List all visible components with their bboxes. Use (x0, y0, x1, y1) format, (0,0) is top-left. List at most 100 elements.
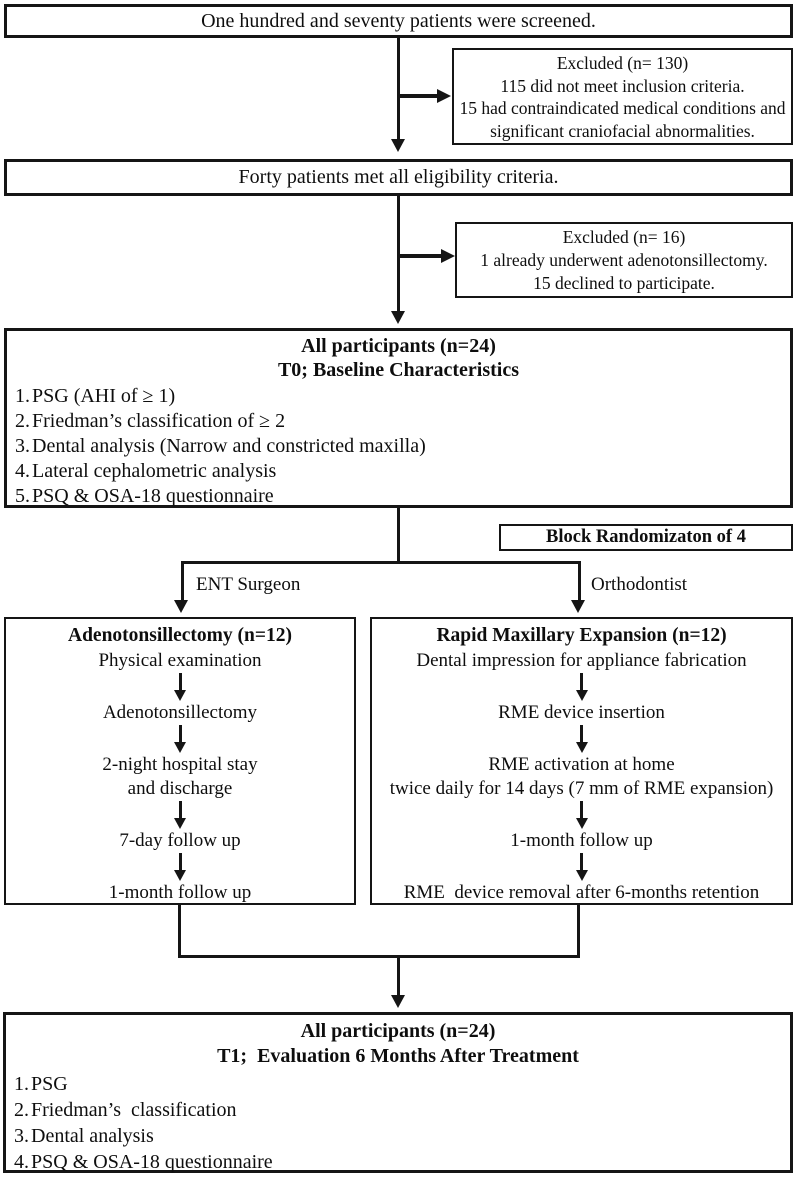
baseline-subtitle: T0; Baseline Characteristics (277, 359, 520, 381)
adenotonsillectomy-arm-box: Adenotonsillectomy (n=12) Physical exami… (4, 617, 356, 905)
final-evaluation-item: 4.PSQ & OSA-18 questionnaire (14, 1149, 790, 1175)
item-number: 2. (15, 410, 30, 432)
step-text: Adenotonsillectomy (102, 702, 258, 723)
arrow-down-icon (575, 801, 588, 829)
final-subtitle: T1; Evaluation 6 Months After Treatment (217, 1045, 579, 1067)
arrow-line-to-final (397, 955, 400, 996)
arrow-right-icon (437, 89, 451, 103)
merge-horizontal-line (178, 955, 580, 958)
step-text: 1-month follow up (108, 882, 252, 903)
step-text: RME device insertion (498, 702, 665, 723)
screened-box: One hundred and seventy patients were sc… (4, 4, 793, 38)
excluded2-line: 15 declined to participate. (533, 273, 715, 293)
item-number: 1. (15, 385, 30, 407)
final-evaluation-item: 1.PSG (14, 1071, 790, 1097)
excluded1-lines: Excluded (n= 130)115 did not meet inclus… (454, 52, 791, 142)
at-arm-step: Physical examination (98, 649, 261, 673)
at-arm-steps: Physical examination Adenotonsillectomy … (98, 649, 261, 905)
step-text: Physical examination (98, 650, 262, 671)
right-branch-line (578, 561, 581, 601)
arrow-line-screened-to-eligible (397, 38, 400, 140)
arrow-line-to-excluded1 (399, 94, 439, 98)
final-title: All participants (n=24) (300, 1020, 496, 1042)
final-evaluation-item: 3.Dental analysis (14, 1123, 790, 1149)
step-text: 2-night hospital stay and discharge (102, 754, 258, 799)
step-text: RME device removal after 6-months retent… (403, 882, 760, 903)
final-evaluation-list: 1.PSG 2.Friedman’s classification 3.Dent… (6, 1071, 790, 1175)
at-arm-step: 1-month follow up (98, 853, 261, 905)
arrow-down-icon (571, 600, 585, 613)
baseline-criteria-item: 5.PSQ & OSA-18 questionnaire (15, 484, 790, 509)
split-line (181, 561, 581, 564)
rme-arm-box: Rapid Maxillary Expansion (n=12) Dental … (370, 617, 793, 905)
baseline-criteria-item: 1.PSG (AHI of ≥ 1) (15, 384, 790, 409)
left-branch-label: ENT Surgeon (196, 574, 301, 595)
item-text: Dental analysis (31, 1125, 154, 1147)
arrow-down-icon (174, 853, 186, 881)
excluded2-line: 1 already underwent adenotonsillectomy. (480, 250, 768, 270)
randomization-box: Block Randomizaton of 4 (499, 524, 793, 551)
arrow-line-eligible-to-baseline (397, 196, 400, 312)
item-number: 4. (14, 1151, 29, 1173)
item-text: Dental analysis (Narrow and constricted … (32, 435, 426, 457)
rme-arm-steps: Dental impression for appliance fabricat… (390, 649, 774, 905)
baseline-criteria-list: 1.PSG (AHI of ≥ 1) 2.Friedman’s classifi… (7, 384, 790, 509)
rme-arm-title: Rapid Maxillary Expansion (n=12) (436, 625, 727, 646)
arrow-down-icon (575, 853, 588, 881)
final-t1-box: All participants (n=24) T1; Evaluation 6… (3, 1012, 793, 1173)
final-evaluation-item: 2.Friedman’s classification (14, 1097, 790, 1123)
excluded1-line: 115 did not meet inclusion criteria. (500, 75, 745, 96)
item-text: PSG (AHI of ≥ 1) (32, 385, 176, 407)
item-number: 1. (14, 1073, 29, 1095)
left-branch-line (181, 561, 184, 601)
item-number: 3. (15, 435, 30, 457)
arrow-down-icon (575, 673, 588, 701)
excluded2-line: Excluded (n= 16) (562, 227, 686, 247)
baseline-criteria-item: 4.Lateral cephalometric analysis (15, 459, 790, 484)
arrow-down-icon (174, 725, 186, 753)
arrow-right-icon (441, 249, 455, 263)
arrow-down-icon (391, 139, 405, 152)
arrow-down-icon (174, 600, 188, 613)
randomization-text: Block Randomizaton of 4 (546, 527, 746, 547)
rme-arm-step: RME device removal after 6-months retent… (390, 853, 774, 905)
right-branch-label: Orthodontist (591, 574, 688, 595)
baseline-t0-box: All participants (n=24) T0; Baseline Cha… (4, 328, 793, 508)
merge-left-line (178, 905, 181, 958)
baseline-title: All participants (n=24) (301, 335, 496, 357)
rme-arm-step: RME device insertion (390, 673, 774, 725)
item-number: 5. (15, 485, 30, 507)
at-arm-step: 2-night hospital stay and discharge (98, 725, 261, 801)
excluded2-lines: Excluded (n= 16) 1 already underwent aden… (457, 226, 791, 295)
screened-text: One hundred and seventy patients were sc… (201, 10, 596, 32)
item-text: Friedman’s classification (31, 1099, 237, 1121)
excluded1-line: Excluded (n= 130) (556, 53, 689, 73)
step-text: RME activation at home twice daily for 1… (389, 754, 774, 799)
baseline-criteria-item: 3.Dental analysis (Narrow and constricte… (15, 434, 790, 459)
item-number: 3. (14, 1125, 29, 1147)
baseline-criteria-item: 2.Friedman’s classification of ≥ 2 (15, 409, 790, 434)
arrow-line-baseline-to-split (397, 508, 400, 564)
eligible-text: Forty patients met all eligibility crite… (238, 166, 559, 188)
rme-arm-step: RME activation at home twice daily for 1… (389, 725, 774, 801)
item-text: Friedman’s classification of ≥ 2 (32, 410, 286, 432)
rme-arm-step: 1-month follow up (390, 801, 774, 853)
item-text: Lateral cephalometric analysis (32, 460, 277, 482)
excluded1-line: 15 had contraindicated medical condition… (459, 98, 786, 118)
arrow-down-icon (575, 725, 588, 753)
merge-right-line (577, 905, 580, 958)
step-text: 1-month follow up (510, 830, 653, 851)
arrow-down-icon (174, 673, 186, 701)
arrow-line-to-excluded2 (399, 254, 441, 258)
at-arm-title: Adenotonsillectomy (n=12) (68, 625, 292, 646)
at-arm-step: Adenotonsillectomy (98, 673, 261, 725)
item-text: PSQ & OSA-18 questionnaire (32, 485, 274, 507)
step-text: Dental impression for appliance fabricat… (416, 650, 747, 671)
rme-arm-step: Dental impression for appliance fabricat… (390, 649, 774, 673)
arrow-down-icon (391, 311, 405, 324)
item-text: PSQ & OSA-18 questionnaire (31, 1151, 273, 1173)
at-arm-step: 7-day follow up (98, 801, 261, 853)
excluded1-box: Excluded (n= 130)115 did not meet inclus… (452, 48, 793, 145)
arrow-down-icon (174, 801, 186, 829)
